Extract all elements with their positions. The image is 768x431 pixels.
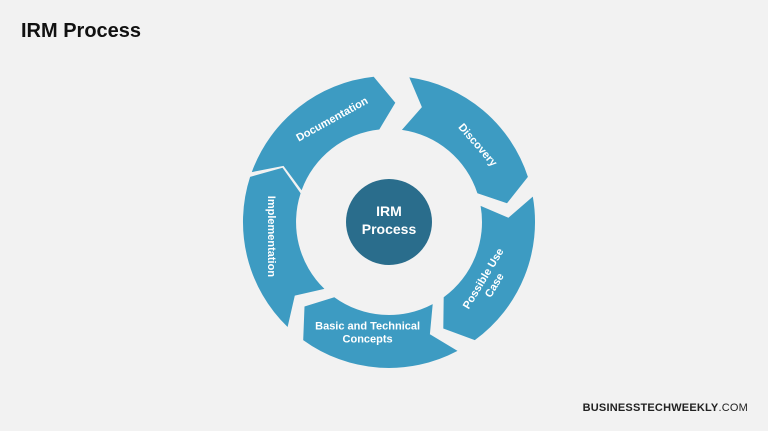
segment-label-implementation: Implementation [265,196,277,278]
center-circle-shape [346,179,432,265]
brand-name: BUSINESSTECHWEEKLY [582,402,719,414]
segment-label-line: Implementation [265,196,277,278]
segment-label-line: Basic and Technical [315,320,420,332]
segment-label-line: Concepts [343,333,393,345]
segment-possible-use-case [443,196,536,341]
segment-basic-and-technical-concepts [303,297,458,368]
center-circle: IRM Process [346,179,432,265]
segment-implementation [242,167,325,327]
brand-watermark: BUSINESSTECHWEEKLY.COM [583,402,748,414]
segment-discovery [401,77,528,204]
center-label-line-1: IRM [376,203,402,219]
segment-documentation [251,76,396,191]
page-title: IRM Process [21,20,142,42]
center-label-line-2: Process [362,221,417,237]
brand-domain: .COM [718,402,748,414]
